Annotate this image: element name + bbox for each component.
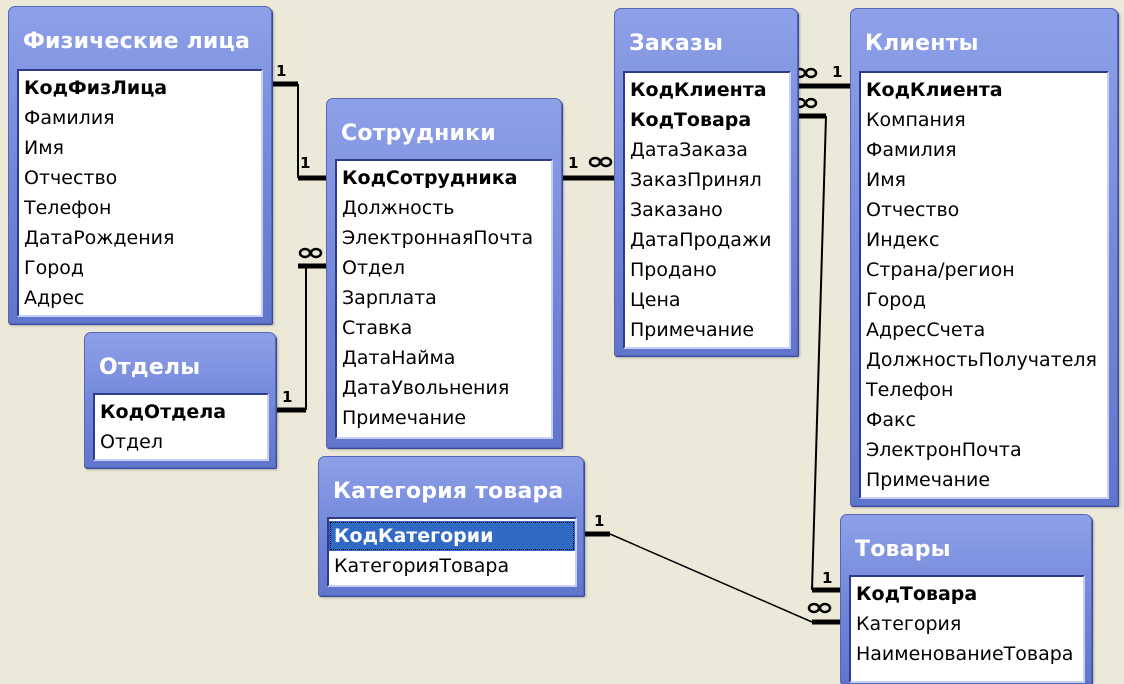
- field-row[interactable]: КатегорияТовара: [334, 555, 510, 577]
- field-row[interactable]: Адрес: [24, 287, 85, 309]
- infinity-icon: [298, 247, 323, 259]
- table-title[interactable]: Сотрудники: [341, 120, 496, 146]
- field-row[interactable]: Категория: [856, 613, 962, 635]
- field-row[interactable]: Примечание: [630, 319, 755, 341]
- field-row[interactable]: КодКлиента: [866, 79, 1003, 101]
- field-row[interactable]: ДатаПродажи: [630, 229, 772, 251]
- field-row[interactable]: ДатаЗаказа: [630, 139, 748, 161]
- field-row[interactable]: Отчество: [866, 199, 960, 221]
- field-row[interactable]: КодТовара: [856, 583, 978, 605]
- field-row[interactable]: Телефон: [866, 379, 954, 401]
- field-row[interactable]: КодСотрудника: [342, 167, 518, 189]
- field-row[interactable]: Индекс: [866, 229, 940, 251]
- field-row[interactable]: Примечание: [342, 407, 467, 429]
- field-row[interactable]: Телефон: [24, 197, 112, 219]
- cardinality-one-label: 1: [282, 388, 292, 406]
- field-row[interactable]: ДатаУвольнения: [342, 377, 510, 399]
- cardinality-one-label: 1: [832, 63, 842, 81]
- field-row[interactable]: АдресСчета: [866, 319, 986, 341]
- field-row[interactable]: Фамилия: [866, 139, 957, 161]
- field-row[interactable]: КодОтдела: [100, 401, 227, 423]
- field-row[interactable]: ЭлектронПочта: [866, 439, 1022, 461]
- field-row[interactable]: ЗаказПринял: [630, 169, 762, 191]
- field-row[interactable]: Ставка: [342, 317, 413, 339]
- field-row[interactable]: ДатаРождения: [24, 227, 175, 249]
- field-row[interactable]: Город: [866, 289, 927, 311]
- field-row[interactable]: ДолжностьПолучателя: [866, 349, 1097, 371]
- field-row[interactable]: Продано: [630, 259, 717, 281]
- field-row[interactable]: Имя: [866, 169, 906, 191]
- field-row[interactable]: КодФизЛица: [24, 77, 168, 99]
- cardinality-one-label: 1: [300, 154, 310, 172]
- field-row[interactable]: Зарплата: [342, 287, 437, 309]
- table-title[interactable]: Товары: [855, 536, 951, 562]
- field-row[interactable]: Компания: [866, 109, 966, 131]
- field-row[interactable]: Отчество: [24, 167, 118, 189]
- cardinality-one-label: 1: [276, 62, 286, 80]
- field-row[interactable]: КодКатегории: [329, 521, 575, 551]
- field-row[interactable]: Заказано: [630, 199, 723, 221]
- field-row[interactable]: Фамилия: [24, 107, 115, 129]
- field-row[interactable]: Факс: [866, 409, 916, 431]
- table-title[interactable]: Категория товара: [333, 478, 564, 504]
- field-row[interactable]: КодКлиента: [630, 79, 767, 101]
- field-row[interactable]: Отдел: [342, 257, 405, 279]
- field-row[interactable]: ДатаНайма: [342, 347, 456, 369]
- field-row[interactable]: Страна/регион: [866, 259, 1015, 281]
- infinity-icon: [588, 156, 613, 168]
- cardinality-one-label: 1: [594, 512, 604, 530]
- field-row[interactable]: Должность: [342, 197, 455, 219]
- field-row[interactable]: Имя: [24, 137, 64, 159]
- table-title[interactable]: Заказы: [629, 30, 724, 56]
- field-row[interactable]: НаименованиеТовара: [856, 643, 1074, 665]
- infinity-icon: [807, 602, 832, 614]
- infinity-icon: [793, 97, 818, 109]
- field-row[interactable]: ЭлектроннаяПочта: [342, 227, 534, 249]
- relationship-line[interactable]: [609, 533, 813, 623]
- table-title[interactable]: Отделы: [99, 354, 201, 380]
- field-row[interactable]: КодТовара: [630, 109, 752, 131]
- cardinality-one-label: 1: [822, 569, 832, 587]
- field-row[interactable]: Город: [24, 257, 85, 279]
- infinity-icon: [793, 67, 818, 79]
- field-row[interactable]: Цена: [630, 289, 681, 311]
- field-row[interactable]: Примечание: [866, 469, 991, 491]
- relationship-line[interactable]: [811, 115, 827, 591]
- cardinality-one-label: 1: [568, 154, 578, 172]
- field-row[interactable]: Отдел: [100, 431, 163, 453]
- table-title[interactable]: Физические лица: [23, 28, 251, 54]
- table-title[interactable]: Клиенты: [865, 30, 979, 56]
